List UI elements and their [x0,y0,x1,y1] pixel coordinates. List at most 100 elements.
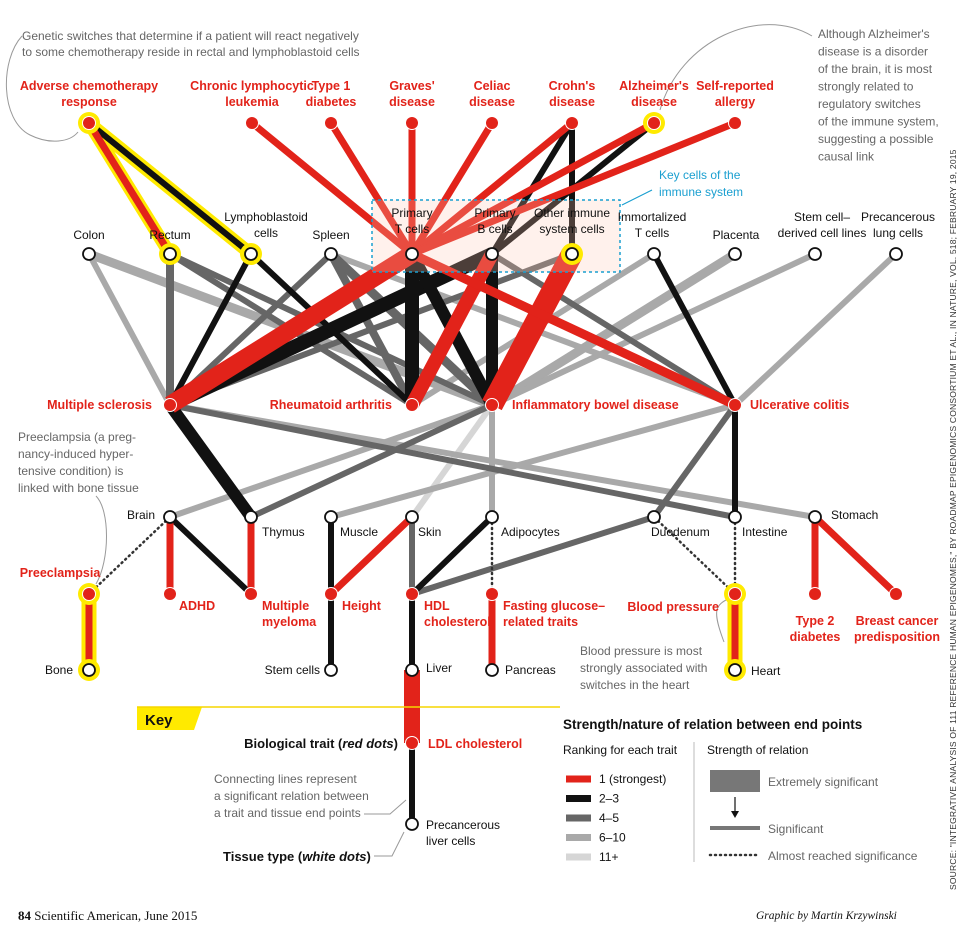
tissue-dot-lympho [244,247,258,261]
tissue-dot-brain [163,510,177,524]
trait-label-graves: disease [389,95,435,109]
edge-alz-tcell [410,119,656,258]
legend-rank-label-1: 2–3 [599,792,619,806]
trait-dot-t1d [325,117,337,129]
tissue-dot-adipo [485,510,499,524]
trait-label-t1d: Type 1 [312,79,351,93]
annotation-blood-pressure: switches in the heart [580,678,690,692]
key-title-badge [137,707,202,730]
annotation-alzheimer: of the immune system, [818,115,939,129]
trait-label-bp: Blood pressure [627,600,719,614]
trait-label-hdl: cholesterol [424,615,491,629]
trait-dot-graves [406,117,418,129]
trait-label-height: Height [342,599,382,613]
tissue-dot-placenta [728,247,742,261]
trait-label-alz: disease [631,95,677,109]
edge-hdl-duod [411,514,655,597]
legend-extreme-swatch [710,770,760,792]
key-trait-label: Biological trait (red dots) [244,736,398,751]
trait-dot-hdl [406,588,418,600]
tissue-dot-stem [324,663,338,677]
legend-rank-label-3: 6–10 [599,831,626,845]
trait-label-myeloma: myeloma [262,615,317,629]
tissue-label-placenta: Placenta [713,228,760,242]
trait-label-cll: leukemia [225,95,280,109]
annotation-immune: immune system [659,185,743,199]
tissue-label-stemlines: derived cell lines [778,226,867,240]
tissue-label-precanlung: Precancerous [861,210,935,224]
edge-bp-duod [652,515,737,596]
trait-dot-t2d [809,588,821,600]
tissue-dot-duod [647,510,661,524]
trait-label-celiac: Celiac [474,79,511,93]
legend-rank-label-4: 11+ [599,850,618,864]
trait-dot-ms [164,399,176,411]
annotation-chemo: to some chemotherapy reside in rectal an… [22,45,360,59]
footer-credit: Graphic by Martin Krzywinski [756,910,897,922]
edge-ibd-otherimm [482,248,582,411]
tissue-label-precanlung: lung cells [873,226,923,240]
edge-uc-bcell [490,251,737,408]
annotation-alzheimer: Although Alzheimer's [818,27,930,41]
tissue-dot-otherimm [565,247,579,261]
tissue-label-tcell: T cells [395,222,429,236]
trait-label-ldl: LDL cholesterol [428,737,522,751]
edge-ms-tcell [165,246,417,413]
edge-ra-bcell [405,250,499,409]
tissue-dot-spleen [324,247,338,261]
edge-uc-immt [651,252,738,407]
annotation-blood-pressure: strongly associated with [580,661,707,675]
legend-ranking-title: Ranking for each trait [563,743,678,757]
tissue-label-skin: Skin [418,525,441,539]
key-tissue-text: Tissue type ( [223,849,303,864]
trait-label-myeloma: Multiple [262,599,309,613]
edge-uc-precanlung [732,251,899,408]
edge-celiac-tcell [409,121,495,256]
tissue-dot-bone [82,663,96,677]
tissue-label-bcell: B cells [477,222,512,236]
tissue-label-intest: Intestine [742,525,788,539]
tissue-label-adipo: Adipocytes [501,525,560,539]
tissue-label-immt: Immortalized [618,210,687,224]
tissue-label-immt: T cells [635,226,669,240]
tissue-dot-rectum [163,247,177,261]
trait-label-ibd: Inflammatory bowel disease [512,398,679,412]
tissue-label-duod: Duodenum [651,525,710,539]
tissue-label-heart: Heart [751,664,781,678]
annotation-preeclampsia: nancy-induced hyper- [18,447,133,461]
trait-dot-ra [406,399,418,411]
key-connect-text: a trait and tissue end points [214,806,361,820]
key-tissue-pointer [374,831,405,857]
trait-label-uc: Ulcerative colitis [750,398,849,412]
key-trait-text: Biological trait ( [244,736,343,751]
tissue-label-bone: Bone [45,663,73,677]
footer-magazine: Scientific American, June 2015 [34,908,198,923]
trait-label-hdl: HDL [424,599,450,613]
edge-adverse-rectum [86,121,173,256]
trait-dot-uc [729,399,741,411]
tissue-dot-immt [647,247,661,261]
legend-rank-label-2: 4–5 [599,811,619,825]
legend-title: Strength/nature of relation between end … [563,717,862,732]
trait-label-allergy: allergy [715,95,755,109]
footer-page: 84 Scientific American, June 2015 [18,908,197,924]
key-tissue-label: Tissue type (white dots) [223,849,371,864]
tissue-dot-precanliver [405,817,419,831]
trait-dot-height [325,588,337,600]
trait-label-ra: Rheumatoid arthritis [270,398,392,412]
chemo-leader-line [6,35,79,142]
tissue-label-lympho: Lymphoblastoid [224,210,308,224]
trait-dot-ldl [406,737,418,749]
annotation-chemo: Genetic switches that determine if a pat… [22,29,359,43]
tissue-dot-intest [728,510,742,524]
tissue-label-otherimm: system cells [539,222,604,236]
tissue-label-spleen: Spleen [312,228,349,242]
trait-dot-bp [729,588,741,600]
edge-ms-lympho [167,252,254,407]
edge-ms-intest [169,402,736,520]
tissue-label-brain: Brain [127,508,155,522]
edge-ibd-thymus [249,402,494,520]
edge-uc-tcell [410,249,737,410]
annotation-preeclampsia: linked with bone tissue [18,481,139,495]
